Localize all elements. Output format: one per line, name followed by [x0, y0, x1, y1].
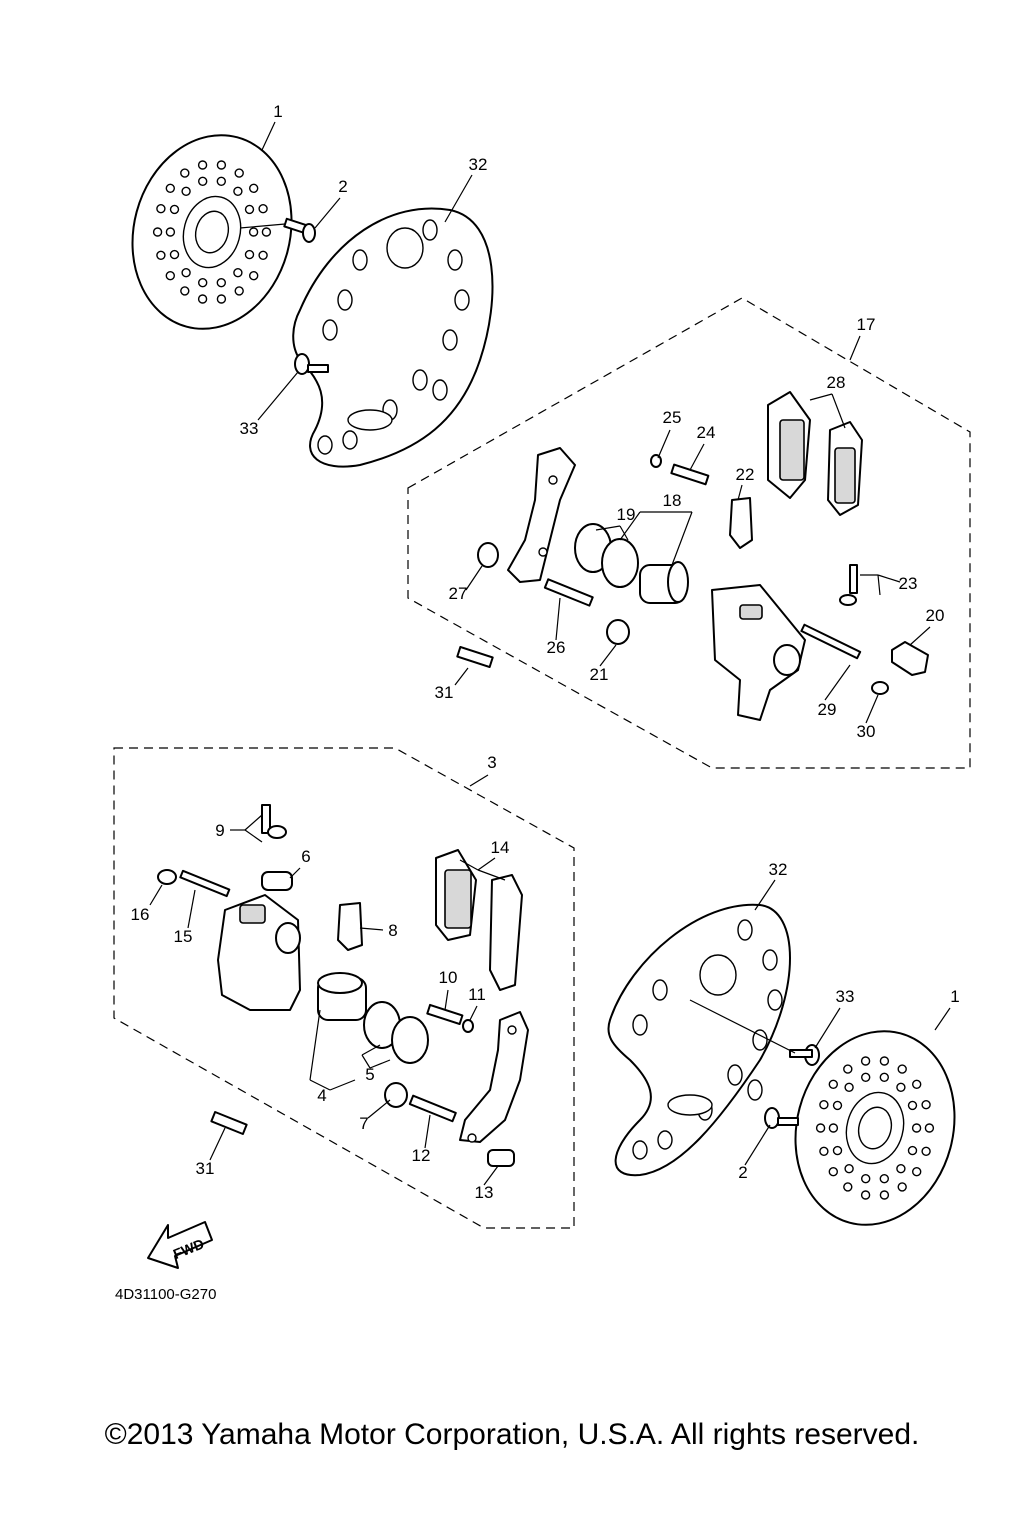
callout-c3: 3	[487, 753, 496, 772]
piston-seals-bottom	[363, 1001, 429, 1064]
disc-guard-top	[292, 207, 494, 468]
screw-10	[426, 1003, 464, 1026]
callout-c27: 27	[449, 584, 468, 603]
bleeder-23	[839, 564, 858, 606]
bolt-31-top	[456, 645, 494, 669]
callout-c2a: 2	[338, 177, 347, 196]
callout-c19: 19	[617, 505, 636, 524]
callout-c25: 25	[663, 408, 682, 427]
brake-disc-top	[131, 134, 293, 330]
callout-c13: 13	[475, 1183, 494, 1202]
piston-seals-top	[574, 523, 639, 588]
pin-29	[800, 623, 862, 660]
disc-guard-bottom	[607, 903, 791, 1177]
callout-c33b: 33	[836, 987, 855, 1006]
callout-c16: 16	[131, 905, 150, 924]
diagram-code: 4D31100-G270	[115, 1286, 217, 1303]
callout-c1b: 1	[950, 987, 959, 1006]
pin-13	[487, 1149, 515, 1167]
brake-disc-bottom	[794, 1030, 956, 1226]
callout-c23: 23	[899, 574, 918, 593]
spring-16	[157, 869, 177, 885]
callout-c15: 15	[174, 927, 193, 946]
callout-c6: 6	[301, 847, 310, 866]
callout-c26: 26	[547, 638, 566, 657]
guard-bolt-bottom	[789, 1044, 820, 1066]
callout-c5: 5	[365, 1065, 374, 1084]
forward-arrow-icon: FWD	[147, 1221, 213, 1269]
callout-c24: 24	[697, 423, 716, 442]
callout-c2b: 2	[738, 1163, 747, 1182]
callout-c17: 17	[857, 315, 876, 334]
callout-c20: 20	[926, 606, 945, 625]
caliper-bracket-top	[507, 447, 576, 583]
pin-15	[179, 869, 231, 898]
piston-bottom	[317, 972, 367, 1021]
callout-c8: 8	[388, 921, 397, 940]
caliper-body-bottom	[217, 894, 301, 1011]
callout-c7: 7	[359, 1114, 368, 1133]
callout-c22: 22	[736, 465, 755, 484]
brake-pads-bottom	[435, 849, 523, 991]
callout-c14: 14	[491, 838, 510, 857]
callout-c30: 30	[857, 722, 876, 741]
callout-c21: 21	[590, 665, 609, 684]
piston-top	[639, 561, 689, 604]
bleeder-9	[261, 804, 287, 839]
washer-11	[462, 1019, 474, 1033]
callout-c18: 18	[663, 491, 682, 510]
callout-c28: 28	[827, 373, 846, 392]
boot-21	[606, 619, 630, 645]
pad-spring-8	[337, 902, 363, 951]
caliper-bracket-bottom	[459, 1011, 529, 1143]
brake-pads-top	[767, 391, 863, 516]
guard-bolt-top	[294, 353, 329, 375]
callout-c4: 4	[317, 1086, 326, 1105]
callout-c32a: 32	[469, 155, 488, 174]
plug-20	[891, 641, 929, 676]
callout-c33a: 33	[240, 419, 259, 438]
pad-spring-22	[729, 497, 753, 549]
bolt-26	[543, 578, 594, 607]
screw-24	[670, 463, 710, 486]
disc-bolt-bottom	[764, 1107, 799, 1129]
caliper-body-top	[711, 584, 806, 721]
bolt-12	[408, 1094, 457, 1123]
callout-c31b: 31	[196, 1159, 215, 1178]
callout-c11: 11	[468, 985, 486, 1004]
callout-c29: 29	[818, 700, 837, 719]
boot-7	[384, 1082, 408, 1108]
disc-bolt-top	[283, 217, 316, 243]
bolt-31-bottom	[210, 1110, 248, 1136]
washer-25	[650, 454, 662, 468]
callout-c9: 9	[215, 821, 224, 840]
callout-c12: 12	[412, 1146, 431, 1165]
callout-c32b: 32	[769, 860, 788, 879]
callout-c31a: 31	[435, 683, 454, 702]
callout-c10: 10	[439, 968, 458, 987]
pin-boot-27	[477, 542, 499, 568]
spring-30	[871, 681, 889, 695]
callout-c1a: 1	[273, 102, 282, 121]
boot-6	[261, 871, 293, 891]
copyright-notice: ©2013 Yamaha Motor Corporation, U.S.A. A…	[104, 1418, 920, 1451]
